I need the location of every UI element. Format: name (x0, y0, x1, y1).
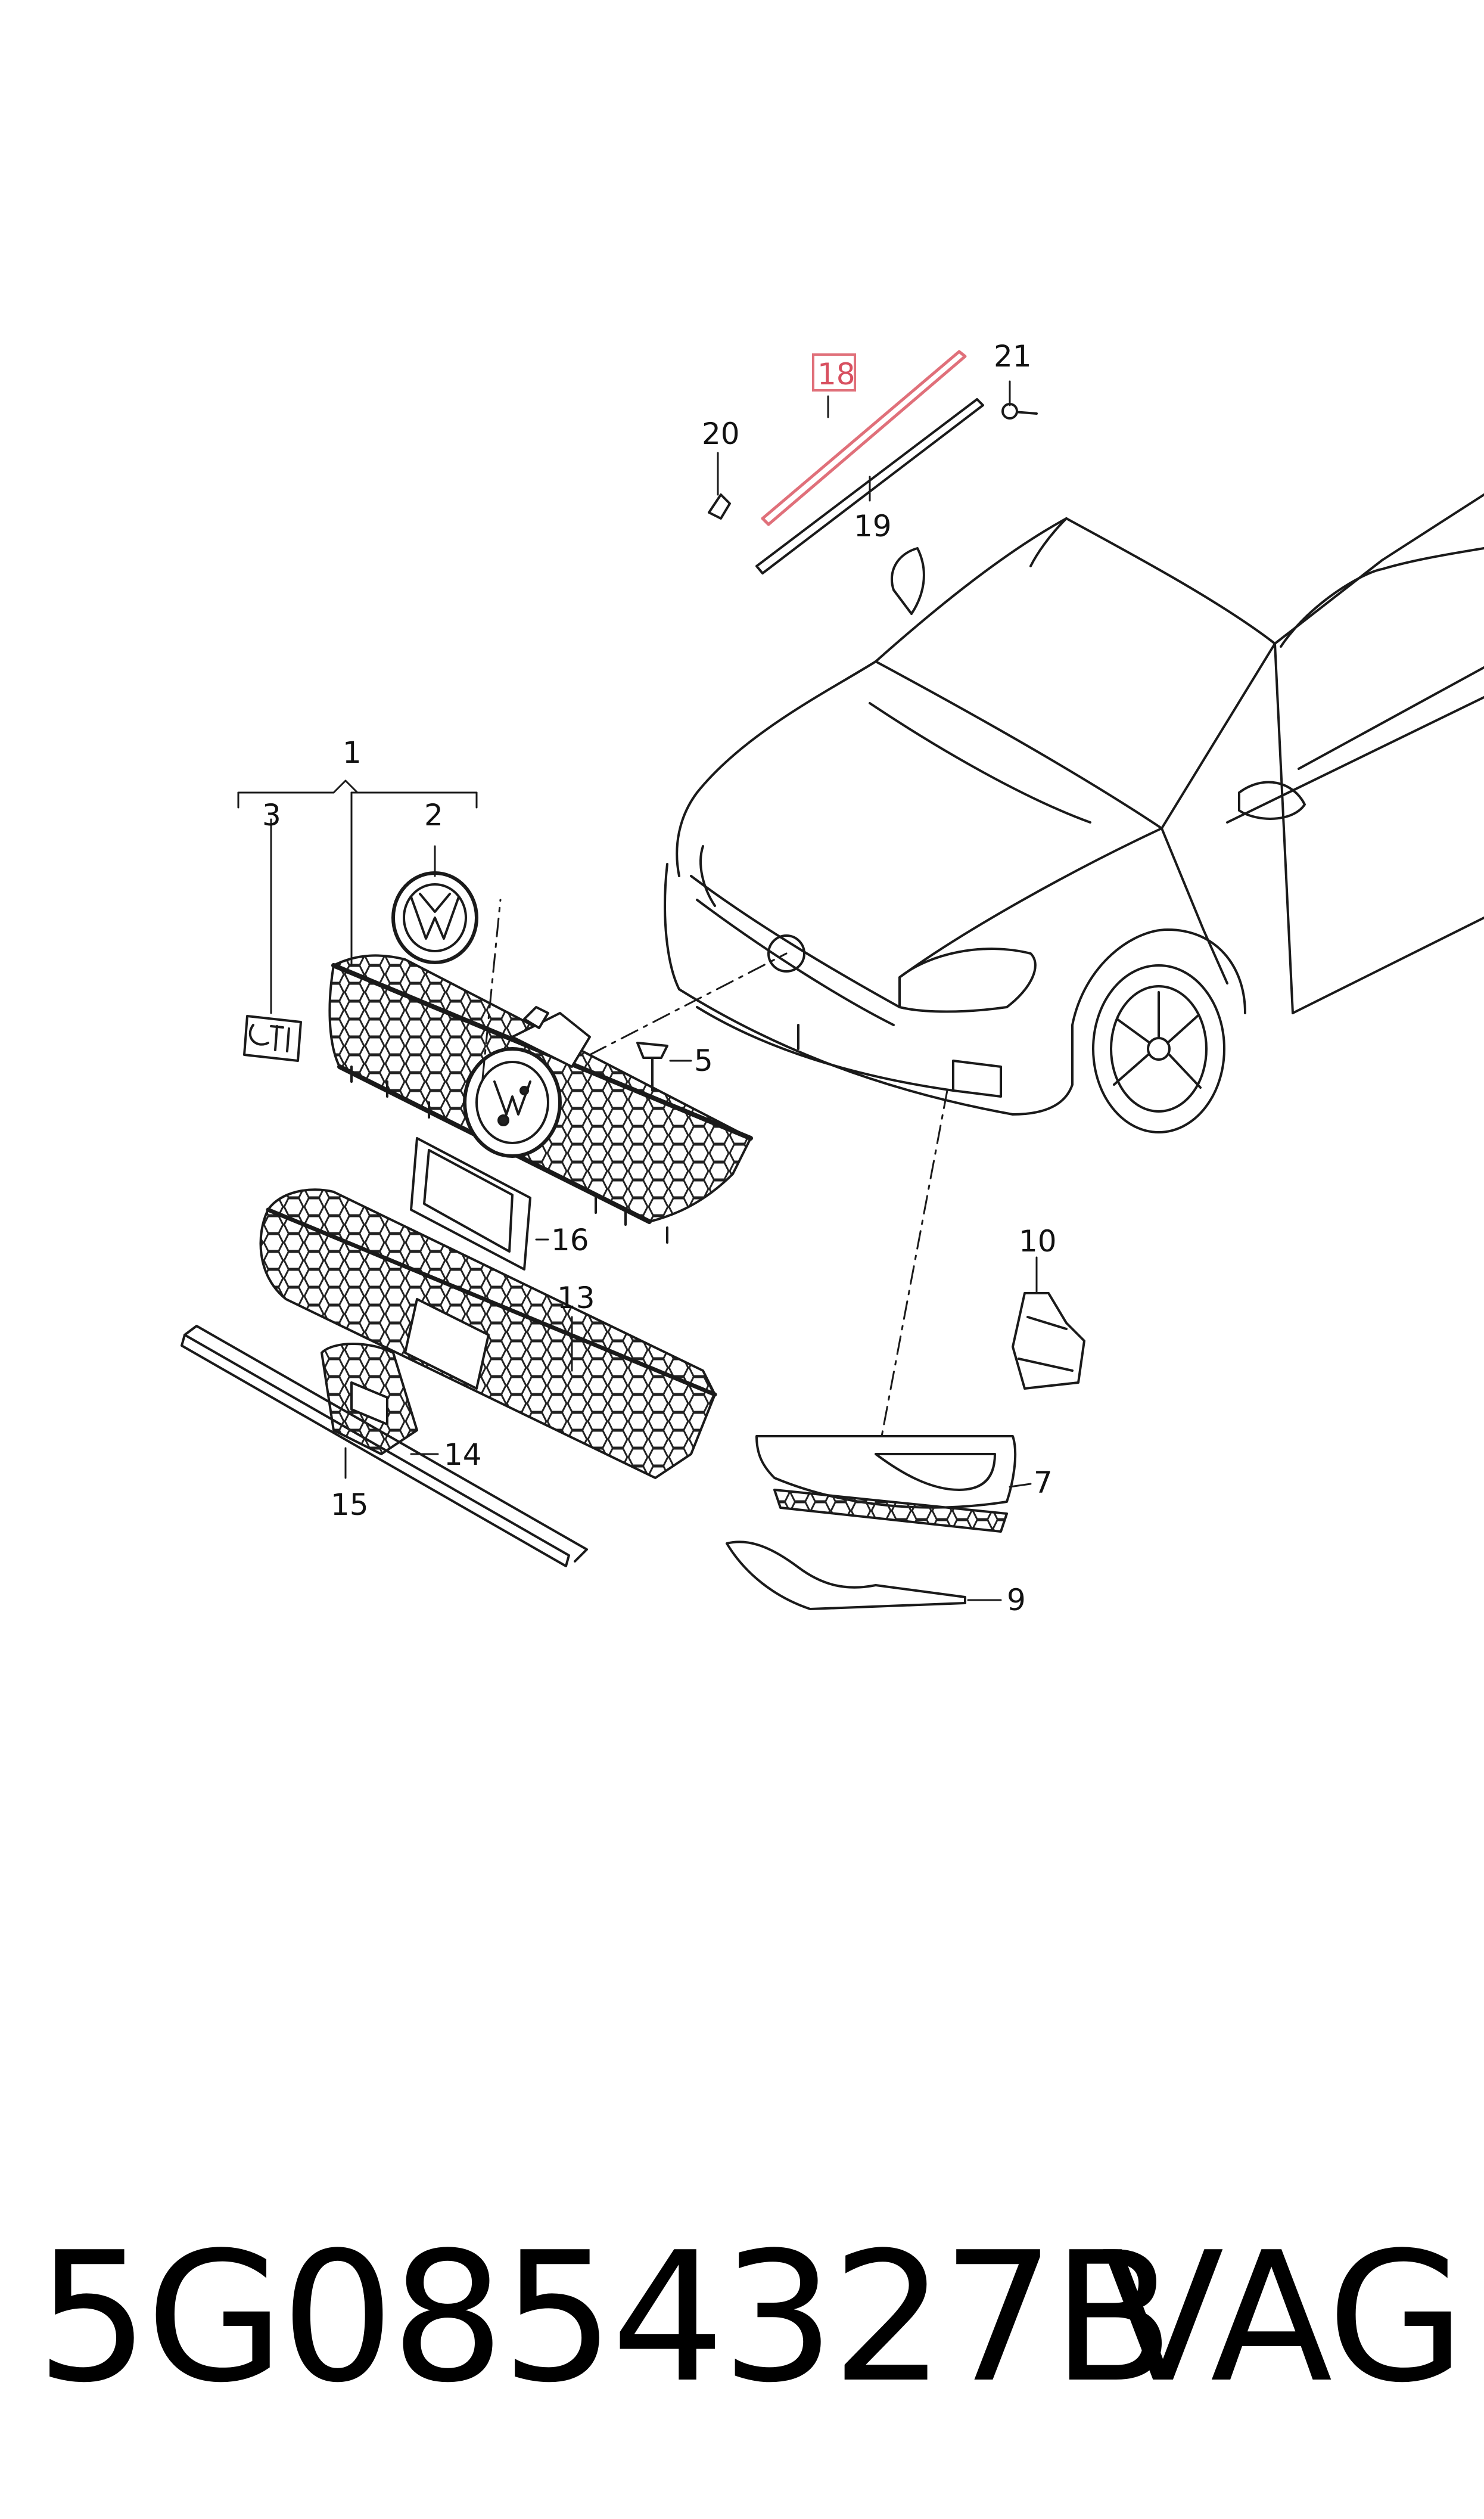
part-number: 5G0854327B (36, 2214, 1174, 2422)
callout-1: 1 (343, 735, 362, 770)
lower-grille (259, 1188, 717, 1479)
callout-5: 5 (694, 1043, 713, 1078)
callout-20: 20 (702, 417, 740, 451)
gti-badge (243, 1015, 302, 1062)
screw-part-5 (636, 1042, 668, 1092)
highlight-box-18 (812, 353, 856, 392)
license-plate-bracket (410, 1137, 531, 1271)
bracket-part-10 (1012, 1292, 1085, 1390)
lower-insert (321, 1343, 418, 1455)
car-outline (664, 493, 1484, 1133)
callout-3: 3 (262, 798, 281, 833)
fog-trim (755, 1435, 1017, 1533)
vw-emblem (391, 871, 478, 964)
parts-diagram: 1 2 3 5 7 9 10 13 14 15 16 18 19 20 21 (181, 339, 1484, 1617)
leader-lines (237, 380, 1038, 1601)
callout-14: 14 (444, 1437, 482, 1472)
callout-13: 13 (557, 1281, 595, 1315)
callout-2: 2 (424, 798, 443, 833)
trim-part-9 (726, 1540, 966, 1610)
callout-18: 18 (817, 357, 855, 392)
brand-label: VAG (1102, 2214, 1466, 2422)
callout-9: 9 (1007, 1583, 1026, 1617)
callout-19: 19 (854, 509, 892, 543)
callout-16: 16 (551, 1223, 589, 1257)
callout-21: 21 (994, 339, 1032, 374)
callout-15: 15 (331, 1487, 369, 1522)
callout-labels: 1 2 3 5 7 9 10 13 14 15 16 18 19 20 21 (262, 339, 1057, 1617)
callout-10: 10 (1019, 1224, 1057, 1259)
upper-grille (328, 954, 753, 1244)
callout-7: 7 (1034, 1465, 1053, 1500)
